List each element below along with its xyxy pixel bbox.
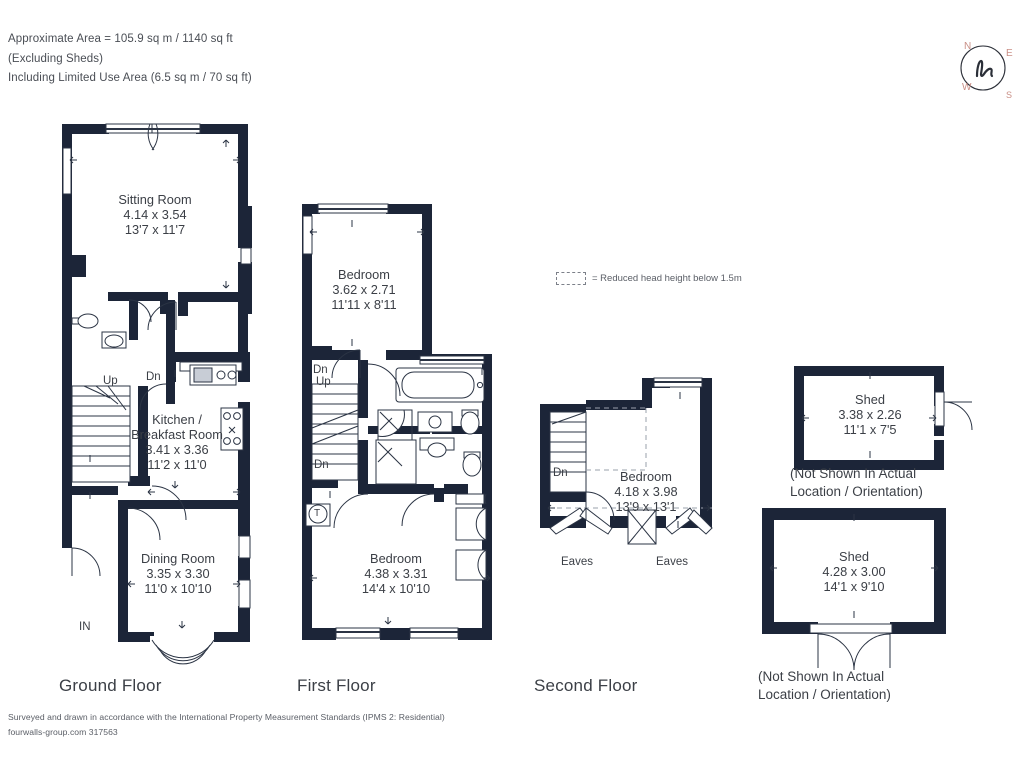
compass-south: S [1006,90,1012,100]
entrance-marker-in: IN [79,621,91,633]
reduced-head-height-swatch [556,272,586,285]
bedroom-second-metric: 4.18 x 3.98 [614,484,678,499]
shed-large-note-line2: Location / Orientation) [758,687,891,702]
compass-north: N [964,41,971,52]
room-label-shed-large: Shed 4.28 x 3.00 14'1 x 9'10 [822,549,885,594]
sitting-room-name: Sitting Room [118,192,192,207]
compass-icon: N E W S [960,41,1013,100]
shed-small-metric: 3.38 x 2.26 [838,407,902,422]
area-summary-line1: Approximate Area = 105.9 sq m / 1140 sq … [8,33,233,45]
room-label-dining-room: Dining Room 3.35 x 3.30 11'0 x 10'10 [141,551,215,596]
stair-marker-dn-second: Dn [553,467,568,479]
footer-disclaimer: Surveyed and drawn in accordance with th… [8,710,445,740]
kitchen-name-line2: Breakfast Room [131,427,223,442]
stair-marker-dn-first-bottom: Dn [314,459,329,471]
second-floor-plan [540,377,713,545]
shed-small-note-line2: Location / Orientation) [790,484,923,499]
shed-large-name: Shed [839,549,869,564]
bedroom-first-front-imperial: 11'11 x 8'11 [331,297,397,312]
dining-room-metric: 3.35 x 3.30 [146,566,210,581]
eaves-label-right: Eaves [656,556,688,568]
stair-marker-dn-ground: Dn [146,371,161,383]
bedroom-second-imperial: 13'9 x 13'1 [615,499,677,514]
sitting-room-imperial: 13'7 x 11'7 [124,222,186,237]
room-label-sitting-room: Sitting Room 4.14 x 3.54 13'7 x 11'7 [118,192,191,237]
shed-large-note: (Not Shown In Actual Location / Orientat… [758,668,1024,704]
stair-marker-up-first: Up [316,376,331,388]
bedroom-first-rear-name: Bedroom [370,551,422,566]
compass-west: W [962,82,972,93]
kitchen-metric: 3.41 x 3.36 [145,442,209,457]
reduced-head-height-label: = Reduced head height below 1.5m [592,273,742,284]
shed-small-name: Shed [855,392,885,407]
kitchen-imperial: 11'2 x 11'0 [147,457,207,472]
area-summary: Approximate Area = 105.9 sq m / 1140 sq … [8,30,252,89]
stair-marker-dn-first-top: Dn [313,364,328,376]
compass-east: E [1006,48,1013,59]
dining-room-imperial: 11'0 x 10'10 [144,581,212,596]
shed-small-imperial: 11'1 x 7'5 [843,422,897,437]
reduced-head-height-legend: = Reduced head height below 1.5m [556,272,742,285]
shed-small-note-line1: (Not Shown In Actual [790,466,917,481]
room-label-bedroom-second: Bedroom 4.18 x 3.98 13'9 x 13'1 [614,469,677,514]
footer-line2: fourwalls-group.com 317563 [8,727,118,737]
room-label-shed-small: Shed 3.38 x 2.26 11'1 x 7'5 [838,392,901,437]
eaves-label-left: Eaves [561,556,593,568]
kitchen-name-line1: Kitchen / [152,412,202,427]
compass-rose: N E W S [948,32,1018,102]
room-label-bedroom-first-front: Bedroom 3.62 x 2.71 11'11 x 8'11 [331,267,396,312]
bedroom-second-name: Bedroom [620,469,672,484]
bedroom-first-front-metric: 3.62 x 2.71 [332,282,396,297]
dining-room-name: Dining Room [141,551,215,566]
area-summary-line2: (Excluding Sheds) [8,52,104,65]
room-label-bedroom-first-rear: Bedroom 4.38 x 3.31 14'4 x 10'10 [362,551,430,596]
room-label-kitchen: Kitchen / Breakfast Room 3.41 x 3.36 11'… [131,412,223,472]
floor-caption-ground: Ground Floor [59,676,162,695]
bedroom-first-front-name: Bedroom [338,267,390,282]
bedroom-first-rear-imperial: 14'4 x 10'10 [361,581,431,596]
shed-large-metric: 4.28 x 3.00 [822,564,886,579]
stair-marker-up-ground: Up [103,375,118,387]
floor-caption-second: Second Floor [534,676,638,695]
sitting-room-metric: 4.14 x 3.54 [123,207,187,222]
area-summary-line3: Including Limited Use Area (6.5 sq m / 7… [8,72,252,84]
shed-large-note-line1: (Not Shown In Actual [758,669,885,684]
footer-line1: Surveyed and drawn in accordance with th… [8,712,445,722]
shed-small-note: (Not Shown In Actual Location / Orientat… [790,465,1024,501]
tank-marker-first: T [314,508,321,519]
bedroom-first-rear-metric: 4.38 x 3.31 [364,566,428,581]
floor-caption-first: First Floor [297,676,376,695]
shed-large-imperial: 14'1 x 9'10 [823,579,885,594]
